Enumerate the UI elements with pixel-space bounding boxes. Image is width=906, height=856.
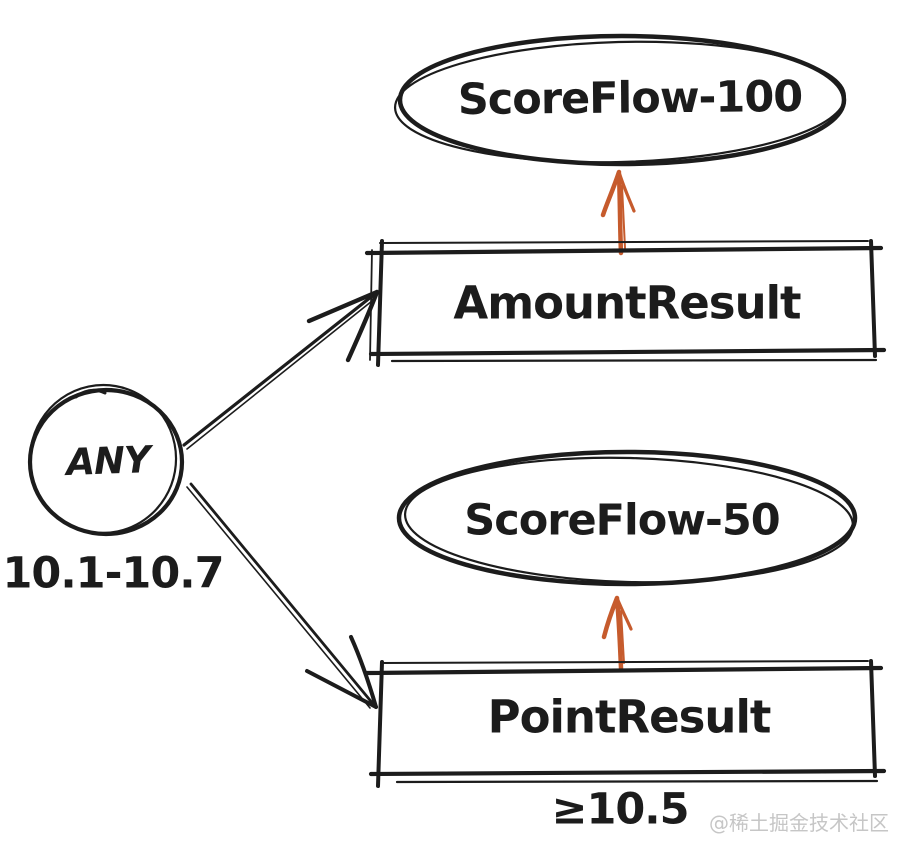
amountresult-label: AmountResult: [453, 276, 801, 330]
point-threshold-annotation: ≥10.5: [551, 784, 689, 835]
scoreflow-50-label: ScoreFlow-50: [464, 495, 780, 546]
scoreflow-100-ellipse-shape: [393, 33, 847, 167]
any-circle-shape: [27, 383, 185, 537]
any-range-annotation: 10.1-10.7: [2, 548, 224, 599]
amountresult-rect-shape: [364, 239, 887, 367]
any-label: ANY: [65, 438, 151, 484]
arrow-pointresult-to-scoreflow50: [601, 595, 633, 671]
arrow-any-to-amountresult: [182, 289, 380, 450]
scoreflow-100-label: ScoreFlow-100: [457, 71, 803, 126]
pointresult-rect-shape: [364, 659, 887, 788]
scoreflow-50-ellipse-shape: [396, 449, 858, 587]
watermark: @稀土掘金技术社区: [709, 811, 889, 835]
arrow-any-to-pointresult: [186, 482, 378, 709]
pointresult-label: PointResult: [487, 690, 772, 744]
arrow-amountresult-to-scoreflow100: [600, 169, 636, 256]
